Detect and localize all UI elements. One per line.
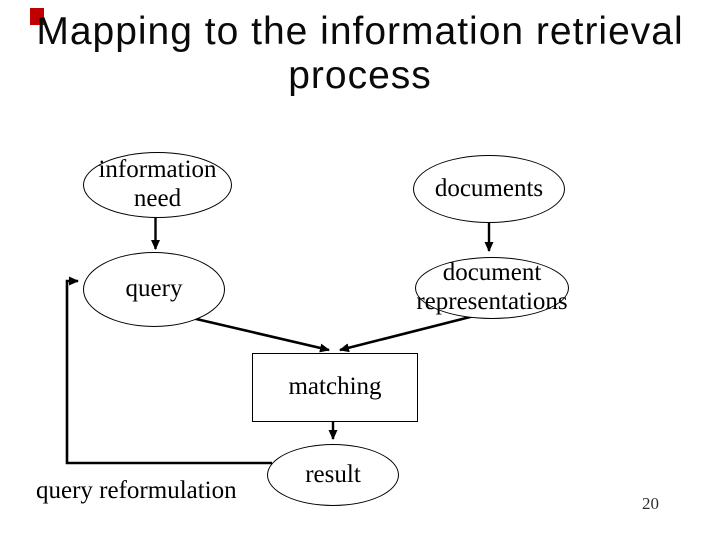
accent-square — [30, 8, 44, 25]
information-need-label: information need — [98, 156, 217, 212]
ellipse-information-need: information need — [83, 152, 232, 218]
ellipse-document-representations: document representations — [415, 257, 569, 319]
slide-title: Mapping to the information retrieval pro… — [0, 10, 720, 98]
ellipse-result: result — [267, 444, 399, 506]
slide-title-line2: process — [288, 54, 432, 97]
ellipse-documents: documents — [413, 155, 565, 223]
documents-label: documents — [434, 174, 544, 202]
query-reformulation-label: query reformulation — [36, 477, 237, 504]
slide-title-line1: Mapping to the information retrieval — [36, 10, 684, 53]
ellipse-query: query — [83, 252, 225, 327]
matching-label: matching — [288, 373, 382, 401]
arrow-document-representations-to-matching — [339, 314, 475, 353]
box-matching: matching — [252, 353, 418, 422]
document-representations-label: document representations — [416, 259, 568, 315]
arrow-feedback-result-to-query — [65, 276, 272, 465]
result-label: result — [305, 460, 361, 488]
query-label: query — [125, 275, 183, 303]
arrow-query-to-matching — [191, 316, 330, 353]
page-number: 20 — [642, 494, 659, 513]
